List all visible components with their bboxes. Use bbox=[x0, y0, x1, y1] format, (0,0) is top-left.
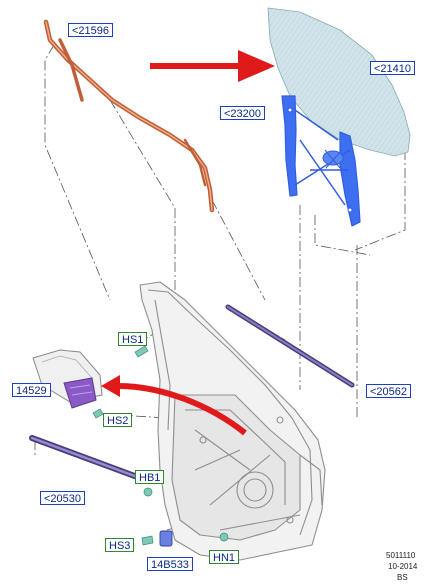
callout-screw-hs3: HS3 bbox=[105, 538, 135, 552]
red-arrow-top bbox=[150, 50, 275, 82]
callout-screw-hs1: HS1 bbox=[118, 332, 148, 346]
screw-hs2-part bbox=[92, 408, 104, 419]
screw-hs1-part bbox=[134, 345, 149, 358]
callout-switch-panel: 14529 bbox=[12, 383, 51, 397]
callout-weatherstrip-upper: <21596 bbox=[68, 23, 114, 37]
callout-outer-belt-weatherstrip: <20562 bbox=[366, 384, 412, 398]
footer-code: BS bbox=[397, 573, 408, 582]
red-arrow-curved bbox=[101, 375, 247, 436]
footer-date: 10-2014 bbox=[388, 562, 418, 571]
nut-hn1-part bbox=[219, 532, 229, 542]
bolt-hb1-part bbox=[143, 487, 153, 497]
callout-nut-hn1: HN1 bbox=[209, 550, 240, 564]
lower-weatherstrip bbox=[29, 435, 143, 481]
switch-panel bbox=[32, 349, 103, 409]
fasteners bbox=[92, 345, 229, 547]
outer-belt-weatherstrip bbox=[225, 304, 355, 388]
callout-bolt-hb1: HB1 bbox=[135, 470, 165, 484]
connector-part bbox=[159, 530, 173, 547]
screw-hs3-part bbox=[141, 535, 154, 546]
footer-number: 5011110 bbox=[386, 551, 416, 560]
callout-screw-hs2: HS2 bbox=[103, 413, 133, 427]
callout-lower-weatherstrip: <20530 bbox=[40, 491, 86, 505]
upper-weatherstrip bbox=[43, 19, 215, 213]
window-regulator bbox=[281, 95, 361, 227]
callout-window-regulator: <23200 bbox=[220, 106, 266, 120]
door-glass bbox=[267, 7, 411, 157]
callout-connector: 14B533 bbox=[147, 557, 193, 571]
callout-door-glass: <21410 bbox=[370, 61, 416, 75]
